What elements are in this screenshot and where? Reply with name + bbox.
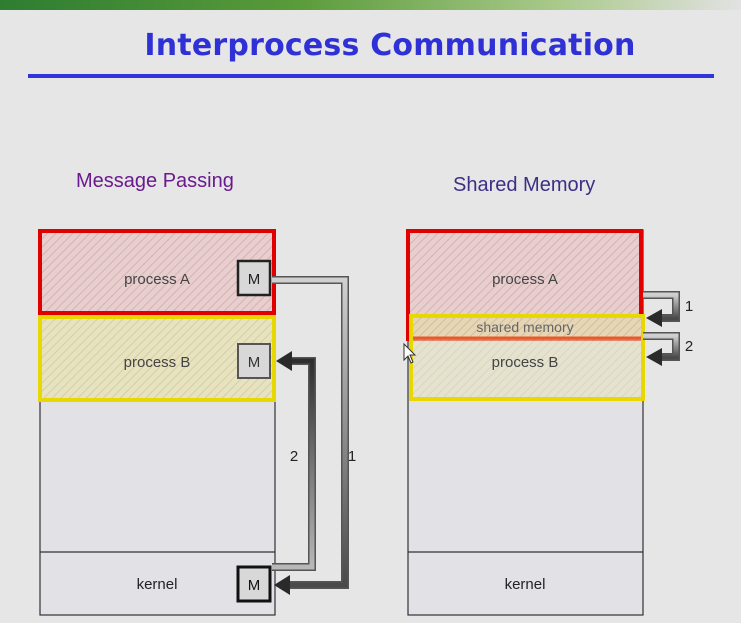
mp-process-b-box bbox=[38, 315, 276, 402]
message-passing-diagram: process A M process B M kernel M 1 2 bbox=[38, 229, 356, 616]
mp-kernel-label: kernel bbox=[137, 576, 178, 593]
sm-arrow-1-label: 1 bbox=[685, 298, 693, 315]
shared-memory-diagram: process A shared memory process B kernel… bbox=[406, 229, 693, 616]
sm-process-a-label: process A bbox=[492, 271, 558, 288]
sm-shared-memory-label: shared memory bbox=[476, 319, 573, 335]
mp-mailbox-kernel bbox=[236, 565, 272, 603]
sm-kernel-label: kernel bbox=[505, 576, 546, 593]
mp-mailbox-a bbox=[236, 259, 272, 297]
mouse-cursor-icon bbox=[403, 342, 417, 364]
mp-arrow-1 bbox=[272, 277, 348, 588]
mp-process-b-label: process B bbox=[124, 354, 191, 371]
message-passing-heading: Message Passing bbox=[76, 170, 234, 192]
top-accent-bar bbox=[0, 0, 741, 10]
sm-shared-memory-region bbox=[413, 318, 641, 337]
mp-arrow-2 bbox=[272, 358, 315, 570]
sm-process-b-label: process B bbox=[492, 354, 559, 371]
slide-title: Interprocess Communication bbox=[144, 28, 636, 63]
sm-arrow-2 bbox=[643, 333, 679, 360]
mp-arrow-2-label: 2 bbox=[290, 448, 298, 465]
sm-arrow-1-head bbox=[646, 309, 662, 327]
shared-memory-heading: Shared Memory bbox=[453, 174, 596, 196]
mp-arrow-2-head bbox=[276, 351, 292, 371]
mp-mailbox-b-label: M bbox=[248, 354, 261, 371]
title-underline bbox=[28, 74, 714, 78]
mp-process-a-label: process A bbox=[124, 271, 190, 288]
mp-arrow-1-head bbox=[274, 575, 290, 595]
sm-arrow-2-head bbox=[646, 348, 662, 366]
sm-arrow-1 bbox=[643, 292, 679, 321]
sm-arrow-2-label: 2 bbox=[685, 338, 693, 355]
mp-process-a-box bbox=[38, 229, 276, 315]
mp-mailbox-a-label: M bbox=[248, 271, 261, 288]
mp-mailbox-b bbox=[237, 343, 271, 379]
mp-arrow-1-label: 1 bbox=[348, 448, 356, 465]
mp-mailbox-kernel-label: M bbox=[248, 577, 261, 594]
